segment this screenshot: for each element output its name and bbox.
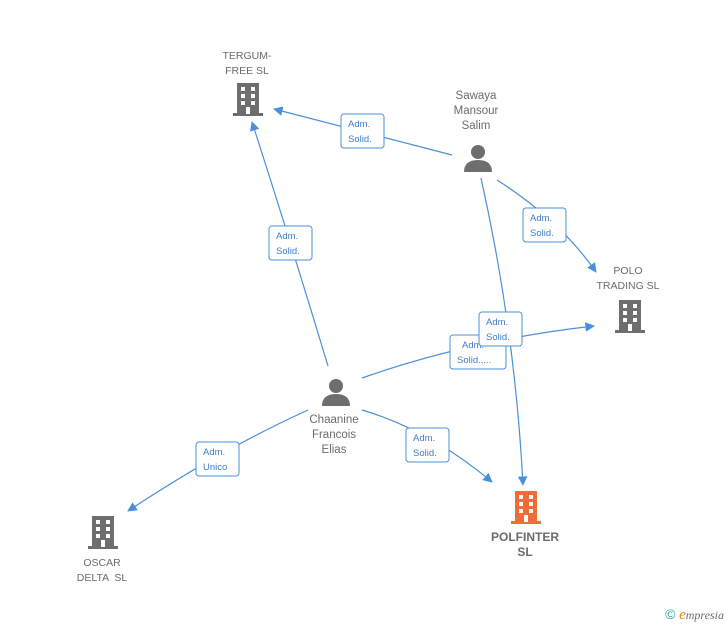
brand-rest: mpresia <box>685 608 724 622</box>
relation-r7-line2: Unico <box>203 462 227 473</box>
relation-r7-line1: Adm. <box>203 447 225 458</box>
brand-logo: © empresia <box>665 606 724 624</box>
building-icon <box>511 491 541 524</box>
building-icon <box>233 83 263 116</box>
relation-label-r2: Adm. Solid. <box>268 225 313 261</box>
relation-label-r4: Adm. Solid. <box>478 311 523 347</box>
node-polo-label-1: POLO <box>613 265 642 277</box>
copyright-icon: © <box>665 606 676 622</box>
node-tergum-label-1: TERGUM- <box>223 50 272 62</box>
relation-r2-line1: Adm. <box>276 231 298 242</box>
relation-r5-line1: Adm. <box>462 340 484 351</box>
brand-e: e <box>679 607 686 623</box>
relation-r2-line2: Solid. <box>276 246 300 257</box>
building-icon <box>615 300 645 333</box>
relation-r1-line1: Adm. <box>348 119 370 130</box>
relation-label-r3: Adm. Solid. <box>522 207 567 243</box>
relation-label-r6: Adm. Solid. <box>405 427 450 463</box>
node-tergum-label-2: FREE SL <box>225 65 269 77</box>
node-sawaya-label-3: Salim <box>462 120 491 132</box>
node-polfinter[interactable]: POLFINTER SL <box>491 491 559 559</box>
node-polfinter-label-1: POLFINTER <box>491 530 559 544</box>
relation-r3-line2: Solid. <box>530 228 554 239</box>
node-sawaya-mansour-salim[interactable]: Sawaya Mansour Salim <box>454 90 499 172</box>
node-oscar-label-2: DELTA SL <box>77 572 128 584</box>
building-icon <box>88 516 118 549</box>
relation-r1-line2: Solid. <box>348 134 372 145</box>
relation-r4-line1: Adm. <box>486 317 508 328</box>
relation-r4-line2: Solid. <box>486 332 510 343</box>
node-polo-trading[interactable]: POLO TRADING SL <box>596 265 660 333</box>
person-icon <box>322 379 350 406</box>
node-polo-label-2: TRADING SL <box>596 280 659 292</box>
node-sawaya-label-1: Sawaya <box>456 90 498 102</box>
node-oscar-label-1: OSCAR <box>83 557 121 569</box>
node-polfinter-label-2: SL <box>517 545 532 559</box>
node-tergum-free[interactable]: TERGUM- FREE SL <box>223 50 272 116</box>
relation-r3-line1: Adm. <box>530 213 552 224</box>
relation-r6-line2: Solid. <box>413 448 437 459</box>
node-sawaya-label-2: Mansour <box>454 105 499 117</box>
node-chaanine-label-1: Chaanine <box>309 414 358 426</box>
relation-label-r1: Adm. Solid. <box>340 113 385 149</box>
node-chaanine-label-2: Francois <box>312 429 356 441</box>
node-oscar-delta[interactable]: OSCAR DELTA SL <box>77 516 128 584</box>
relation-label-r7: Adm. Unico <box>195 441 240 477</box>
person-icon <box>464 145 492 172</box>
relation-r6-line1: Adm. <box>413 433 435 444</box>
node-chaanine-francois-elias[interactable]: Chaanine Francois Elias <box>309 379 359 456</box>
node-chaanine-label-3: Elias <box>322 444 347 456</box>
relation-r5-line2: Solid.,... <box>457 355 491 366</box>
